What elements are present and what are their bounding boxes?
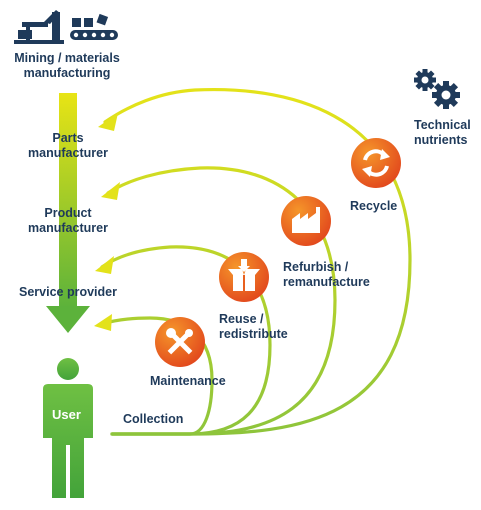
reuse-label-line2: redistribute	[219, 327, 288, 341]
product-manufacturer-label: Product manufacturer	[22, 206, 114, 236]
collection-label: Collection	[123, 412, 184, 426]
refurbish-label-line2: remanufacture	[283, 275, 370, 289]
user-label: User	[52, 407, 81, 422]
maintenance-circle	[155, 317, 205, 367]
refurbish-label: Refurbish / remanufacture	[283, 260, 370, 290]
factory-icon	[292, 207, 320, 233]
gears-icon	[414, 69, 460, 109]
refurbish-circle	[281, 196, 331, 246]
reuse-label: Reuse / redistribute	[219, 312, 288, 342]
maintenance-arrowhead	[94, 314, 112, 331]
technical-label-line2: nutrients	[414, 133, 468, 147]
recycle-label: Recycle	[350, 199, 398, 213]
open-box-icon	[228, 259, 260, 291]
main-flow-arrow	[46, 93, 90, 333]
technical-nutrients-label: Technical nutrients	[414, 118, 471, 148]
parts-label-line2: manufacturer	[28, 146, 108, 160]
tools-icon	[166, 328, 193, 355]
product-label-line2: manufacturer	[28, 221, 108, 235]
reuse-circle	[219, 252, 269, 302]
reuse-label-line1: Reuse /	[219, 312, 264, 326]
refurbish-loop-curve	[106, 166, 337, 436]
user-figure	[43, 358, 93, 498]
recycle-loop-curve	[103, 87, 412, 436]
product-label-line1: Product	[44, 206, 92, 220]
factory-machinery-icon	[14, 10, 64, 44]
mining-label: Mining / materials manufacturing	[8, 51, 126, 81]
service-provider-label: Service provider	[19, 285, 117, 299]
parts-manufacturer-label: Parts manufacturer	[22, 131, 114, 161]
mining-label-line2: manufacturing	[23, 66, 111, 80]
reuse-arrowhead	[95, 256, 114, 274]
parts-label-line1: Parts	[52, 131, 84, 145]
conveyor-belt-icon	[70, 13, 118, 40]
refurbish-label-line1: Refurbish /	[283, 260, 349, 274]
recycle-circle	[351, 138, 401, 188]
recycle-arrowhead	[98, 113, 118, 131]
refurbish-arrowhead	[101, 182, 120, 200]
maintenance-label: Maintenance	[150, 374, 226, 388]
mining-label-line1: Mining / materials	[14, 51, 120, 65]
technical-label-line1: Technical	[414, 118, 471, 132]
